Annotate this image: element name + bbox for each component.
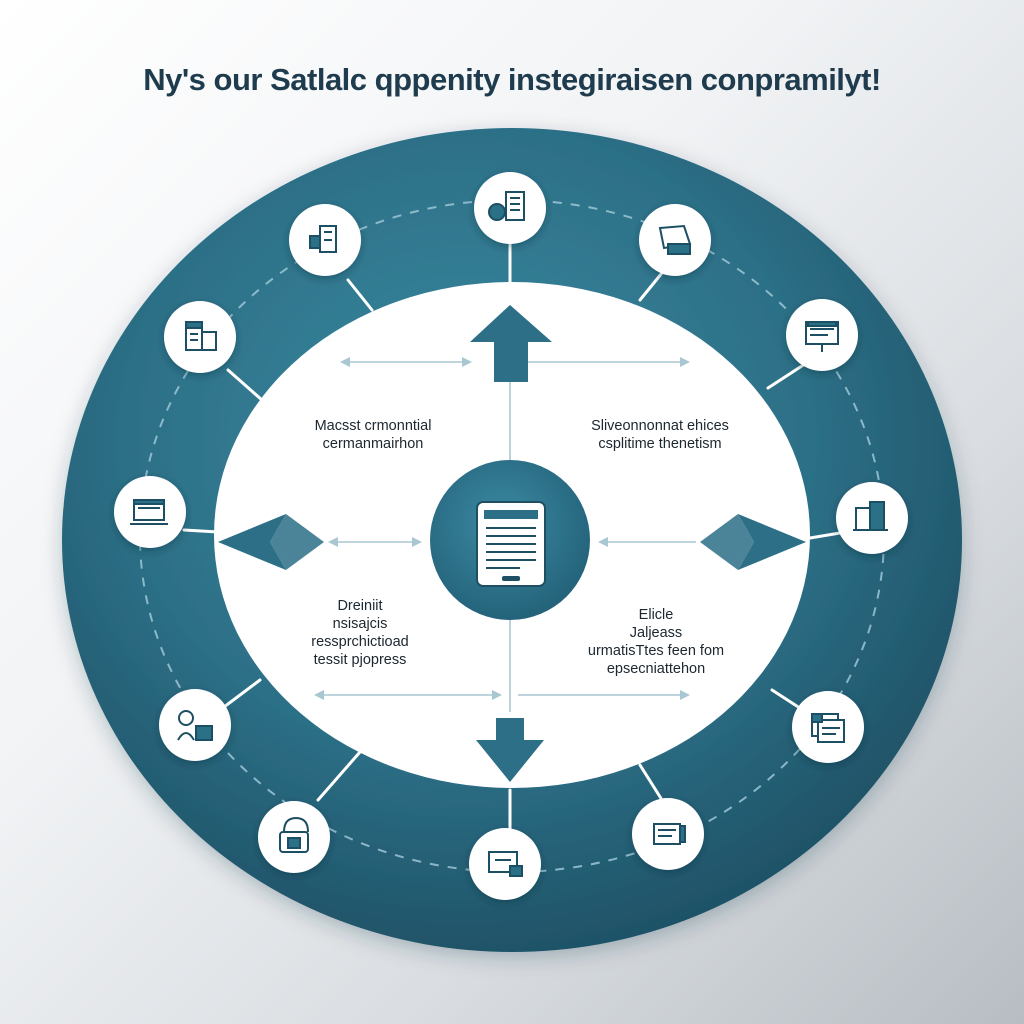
presentation-screen-icon <box>805 321 839 352</box>
building-stack-icon <box>853 501 888 531</box>
direction-arrows <box>218 305 806 782</box>
lock-bag-icon <box>279 816 309 853</box>
node-left-lower[interactable] <box>159 689 231 761</box>
guide-arrowheads <box>314 357 690 700</box>
printer-icon <box>658 224 692 255</box>
laptop-window-icon <box>130 499 168 525</box>
arrow-right-icon <box>738 514 806 570</box>
label-bottom-left: Dreiniit nsisajcis ressprchictioad tessi… <box>311 598 409 668</box>
arrow-left-icon <box>218 514 286 570</box>
diagram-title: Ny's our Satlalc qppenity instegiraisen … <box>143 62 881 97</box>
arrow-down-icon <box>476 718 544 782</box>
node-top-left[interactable] <box>289 204 361 276</box>
device-network-icon <box>309 225 337 253</box>
node-top[interactable] <box>474 172 546 244</box>
connector-lines <box>182 240 842 834</box>
node-left-upper[interactable] <box>164 301 236 373</box>
label-top-left: Macsst crmonntial cermanmairhon <box>314 418 432 452</box>
node-bottom-right[interactable] <box>632 798 704 870</box>
person-device-icon <box>177 710 213 741</box>
document-tablet-icon <box>476 501 546 587</box>
calculator-document-icon <box>488 191 525 221</box>
node-bottom[interactable] <box>469 828 541 900</box>
node-top-right[interactable] <box>639 204 711 276</box>
guide-lines <box>316 361 696 712</box>
label-top-right: Sliveonnonnat ehices csplitime thenetism <box>591 418 729 452</box>
node-left[interactable] <box>114 476 186 548</box>
building-office-icon <box>185 321 217 351</box>
file-cards-icon <box>811 713 845 743</box>
notebook-icon <box>653 823 686 845</box>
node-right-lower[interactable] <box>792 691 864 763</box>
label-bottom-right: Elicle Jaljeass urmatisTtes feen fom eps… <box>587 607 725 677</box>
node-bottom-left[interactable] <box>258 801 330 873</box>
node-right[interactable] <box>836 482 908 554</box>
node-right-upper[interactable] <box>786 299 858 371</box>
monitor-lock-icon <box>488 851 523 877</box>
arrow-up-icon <box>470 305 552 382</box>
